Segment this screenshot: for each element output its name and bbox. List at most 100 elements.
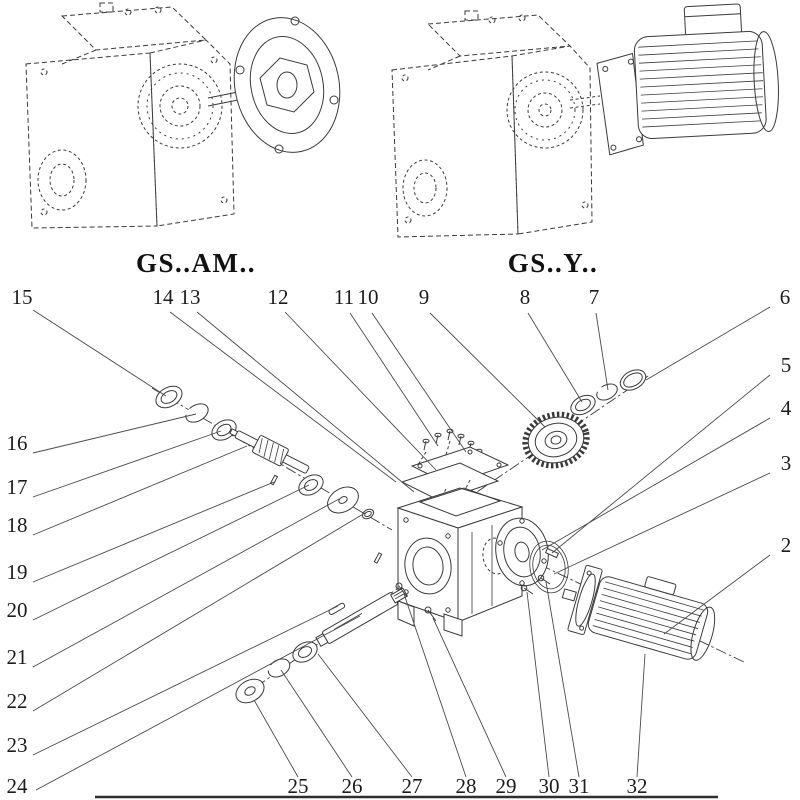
variant-label-flange: GS..AM..	[136, 248, 256, 278]
leader-4	[541, 417, 771, 551]
callout-25: 25	[288, 774, 309, 798]
callout-20: 20	[7, 598, 28, 622]
callout-18: 18	[7, 513, 28, 537]
leader-23	[32, 605, 339, 756]
callout-26: 26	[342, 774, 363, 798]
mounting-flange	[233, 16, 341, 154]
leader-14	[169, 311, 397, 483]
callout-15: 15	[12, 285, 33, 309]
callout-21: 21	[7, 645, 28, 669]
leader-15	[32, 309, 167, 397]
spacer-ring	[570, 394, 596, 416]
seal-ring	[619, 369, 647, 391]
callout-16: 16	[7, 431, 28, 455]
shim-disc	[327, 486, 359, 514]
bearing	[292, 641, 318, 663]
callout-4: 4	[781, 396, 792, 420]
leader-3	[553, 472, 771, 575]
callout-19: 19	[7, 560, 28, 584]
output-bore-dashed	[37, 149, 87, 211]
callout-7: 7	[589, 285, 600, 309]
cover-gasket	[400, 462, 500, 502]
motor-terminal-box	[644, 576, 677, 596]
leader-12	[284, 311, 437, 471]
output-bore-dashed	[402, 159, 448, 217]
leader-25	[253, 699, 299, 778]
gearbox-variant-motor-drawing	[391, 3, 779, 238]
motor-cooling-fins	[592, 581, 704, 655]
lifting-eye	[464, 10, 479, 21]
callout-29: 29	[496, 774, 517, 798]
leader-29	[432, 617, 507, 778]
callout-17: 17	[7, 475, 28, 499]
flange-gasket	[529, 540, 569, 594]
leader-19	[32, 481, 275, 583]
leader-16	[32, 413, 197, 454]
oil-seal	[155, 385, 183, 409]
gear-axis	[467, 375, 649, 499]
input-bore-dashed	[137, 63, 223, 149]
leader-30	[526, 591, 550, 778]
callout-2: 2	[781, 533, 792, 557]
motor-cooling-fins	[638, 40, 764, 128]
leader-32	[636, 653, 646, 778]
input-bore-dashed	[506, 71, 584, 149]
leader-22	[32, 512, 366, 712]
callout-30: 30	[539, 774, 560, 798]
motor-shaft-stub	[561, 588, 577, 602]
housing-bolts	[395, 582, 437, 622]
callout-9: 9	[419, 285, 430, 309]
leader-21	[32, 498, 340, 668]
electric-motor	[596, 3, 779, 156]
motor-end-cap	[753, 31, 779, 132]
lifting-eye	[99, 2, 114, 13]
flange-bolts	[520, 574, 551, 595]
output-flange-cover	[495, 517, 549, 587]
o-ring	[361, 508, 375, 520]
callout-22: 22	[7, 689, 28, 713]
callout-24: 24	[7, 774, 29, 798]
leader-10	[371, 312, 467, 453]
circlip	[596, 383, 618, 401]
callout-11: 11	[334, 285, 354, 309]
leader-6	[645, 306, 771, 381]
callout-31: 31	[569, 774, 590, 798]
leader-31	[545, 581, 580, 778]
bearing	[211, 419, 237, 441]
leader-lines	[32, 306, 771, 791]
helical-gear	[522, 411, 590, 469]
callout-5: 5	[781, 353, 792, 377]
callout-10: 10	[358, 285, 379, 309]
motor-end-cap	[690, 606, 716, 661]
housing-foot	[397, 600, 415, 627]
callout-23: 23	[7, 733, 28, 757]
leader-2	[663, 554, 771, 635]
leader-18	[32, 445, 248, 536]
callout-12: 12	[268, 285, 289, 309]
callout-14: 14	[153, 285, 175, 309]
exploded-view	[151, 369, 745, 704]
housing-foot	[443, 613, 463, 637]
output-shaft	[315, 587, 408, 648]
leader-27	[317, 653, 413, 778]
leader-8	[527, 312, 583, 403]
callout-8: 8	[520, 285, 531, 309]
flange-hex-hub	[259, 57, 315, 113]
retaining-ring	[267, 658, 291, 678]
bearing	[298, 474, 324, 496]
housing-output-bore	[404, 537, 452, 595]
callout-28: 28	[456, 774, 477, 798]
worm-shaft	[229, 428, 310, 474]
motor-adapter-flange	[596, 52, 644, 156]
leader-9	[429, 312, 546, 428]
leader-20	[32, 484, 310, 621]
callout-3: 3	[781, 451, 792, 475]
callout-32: 32	[627, 774, 648, 798]
variant-label-motor: GS..Y..	[508, 248, 599, 278]
callout-6: 6	[780, 285, 791, 309]
end-washer	[235, 678, 265, 704]
retaining-ring	[185, 403, 209, 423]
leader-17	[32, 430, 222, 498]
